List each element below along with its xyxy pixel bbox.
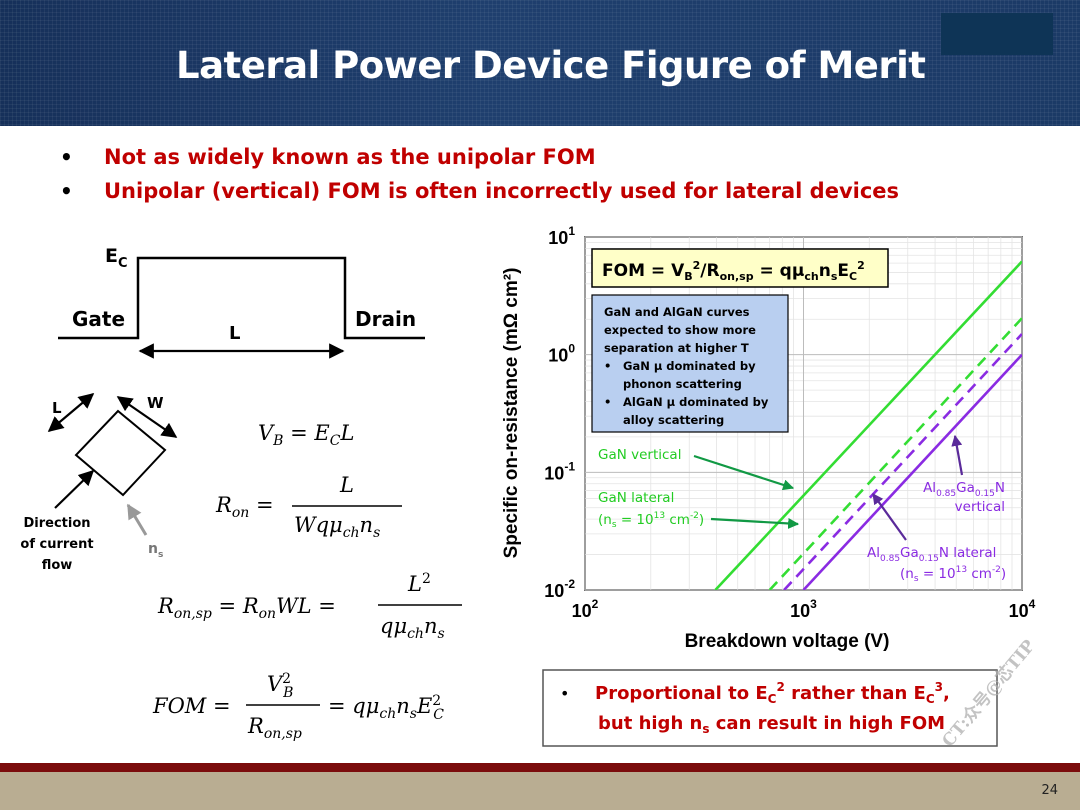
length-label: L xyxy=(229,323,240,344)
banner-texture xyxy=(0,0,1080,126)
svg-text:qμchns: qμchns xyxy=(380,614,445,642)
algan-vertical-word: vertical xyxy=(955,499,1005,515)
w-arrow xyxy=(116,396,178,438)
series-line-3 xyxy=(783,333,1022,590)
series-line-4 xyxy=(802,353,1022,590)
direction-label-3: flow xyxy=(42,558,73,573)
series-annotations: GaN vertical GaN lateral (ns = 1013 cm-2… xyxy=(598,434,1006,584)
svg-text:Ron,sp = RonWL =: Ron,sp = RonWL = xyxy=(157,594,336,622)
gate-label: Gate xyxy=(72,307,125,331)
equations: VB = ECL Ron = L Wqμchns Ron,sp = RonWL … xyxy=(152,421,462,742)
bullet-item: • Unipolar (vertical) FOM is often incor… xyxy=(60,174,899,208)
svg-text:L2: L2 xyxy=(407,571,431,596)
y-tick-label: 10-2 xyxy=(544,577,575,601)
current-direction-arrow xyxy=(54,469,95,509)
conclusion-line-1: Proportional to EC2 rather than EC3, xyxy=(595,680,950,706)
svg-text:separation at higher T: separation at higher T xyxy=(604,341,749,355)
gan-vertical-label: GaN vertical xyxy=(598,447,681,463)
svg-text:•: • xyxy=(604,359,611,373)
banner-accent-block xyxy=(941,13,1053,55)
equation-vb: VB = ECL xyxy=(258,421,354,449)
footer-divider xyxy=(0,763,1080,772)
band-diagram: EC Gate Drain L xyxy=(58,245,425,359)
algan-lateral-ns: (ns = 1013 cm-2) xyxy=(900,565,1006,584)
svg-text:Ron =: Ron = xyxy=(215,493,274,521)
direction-label-1: Direction xyxy=(23,516,90,531)
note-box: GaN and AlGaN curves expected to show mo… xyxy=(591,294,789,433)
svg-text:L: L xyxy=(339,473,354,497)
drain-label: Drain xyxy=(355,307,416,331)
fom-formula-box: FOM = VB2/Ron,sp = qμchnsEC2 xyxy=(591,248,889,288)
w-label: W xyxy=(147,394,164,412)
gan-lateral-ns: (ns = 1013 cm-2) xyxy=(598,511,704,530)
bullet-text: Not as widely known as the unipolar FOM xyxy=(104,145,596,169)
page-number: 24 xyxy=(1041,783,1058,798)
l-label: L xyxy=(52,399,62,417)
svg-text:GaN and AlGaN curves: GaN and AlGaN curves xyxy=(604,305,750,319)
svg-text:GaN μ dominated by: GaN μ dominated by xyxy=(623,359,756,373)
ec-label: EC xyxy=(105,245,128,271)
conduction-band-edge xyxy=(58,256,425,340)
ns-arrow xyxy=(126,503,148,536)
title-banner: Lateral Power Device Figure of Merit xyxy=(0,0,1080,126)
equation-ron: Ron = L Wqμchns xyxy=(215,473,402,541)
x-axis-label: Breakdown voltage (V) xyxy=(685,631,890,652)
svg-text:V2B: V2B xyxy=(267,671,293,701)
footer-bar xyxy=(0,772,1080,810)
bullet-text: Unipolar (vertical) FOM is often incorre… xyxy=(104,179,900,203)
device-rectangle xyxy=(74,409,167,497)
y-tick-label: 100 xyxy=(548,342,575,366)
gan-lateral-label: GaN lateral xyxy=(598,490,674,506)
x-tick-label: 103 xyxy=(790,597,817,621)
x-tick-label: 104 xyxy=(1009,597,1036,621)
l-arrow xyxy=(47,393,95,432)
direction-label-2: of current xyxy=(20,537,93,552)
svg-text:AlGaN μ dominated by: AlGaN μ dominated by xyxy=(623,395,769,409)
slide-title: Lateral Power Device Figure of Merit xyxy=(176,44,926,87)
algan-lateral-label: Al0.85Ga0.15N lateral xyxy=(867,545,996,564)
svg-text:expected to show more: expected to show more xyxy=(604,323,756,337)
series-layer xyxy=(714,260,1022,590)
series-line-1 xyxy=(714,260,1022,590)
svg-text:FOM = VB2/Ron,sp = qμchnsEC2: FOM = VB2/Ron,sp = qμchnsEC2 xyxy=(602,259,865,283)
x-tick-label: 102 xyxy=(572,597,599,621)
bullet-list: • Not as widely known as the unipolar FO… xyxy=(60,140,899,208)
bullet-dot: • xyxy=(60,145,73,169)
svg-text:•: • xyxy=(560,684,569,703)
series-line-2 xyxy=(768,317,1022,590)
y-axis-label: Specific on-resistance (mΩ cm²) xyxy=(501,268,522,559)
svg-text:phonon scattering: phonon scattering xyxy=(623,377,742,391)
algan-vertical-label: Al0.85Ga0.15N xyxy=(923,480,1005,499)
svg-text:Ron,sp: Ron,sp xyxy=(247,714,302,742)
bullet-dot: • xyxy=(60,179,73,203)
svg-text:FOM =: FOM = xyxy=(152,694,231,718)
y-tick-label: 101 xyxy=(548,224,575,248)
geometry-sketch: L W Direction of current flow ns xyxy=(20,393,178,573)
bullet-item: • Not as widely known as the unipolar FO… xyxy=(60,140,899,174)
ns-label: ns xyxy=(148,541,163,560)
svg-text:alloy scattering: alloy scattering xyxy=(623,413,724,427)
conclusion-box: • Proportional to EC2 rather than EC3, b… xyxy=(542,669,998,747)
equation-ronsp: Ron,sp = RonWL = L2 qμchns xyxy=(157,571,462,642)
svg-text:Wqμchns: Wqμchns xyxy=(294,513,380,541)
svg-text:•: • xyxy=(604,395,611,409)
conclusion-line-2: but high ns can result in high FOM xyxy=(598,713,945,736)
y-tick-label: 10-1 xyxy=(544,459,575,483)
svg-text:VB = ECL: VB = ECL xyxy=(258,421,354,449)
